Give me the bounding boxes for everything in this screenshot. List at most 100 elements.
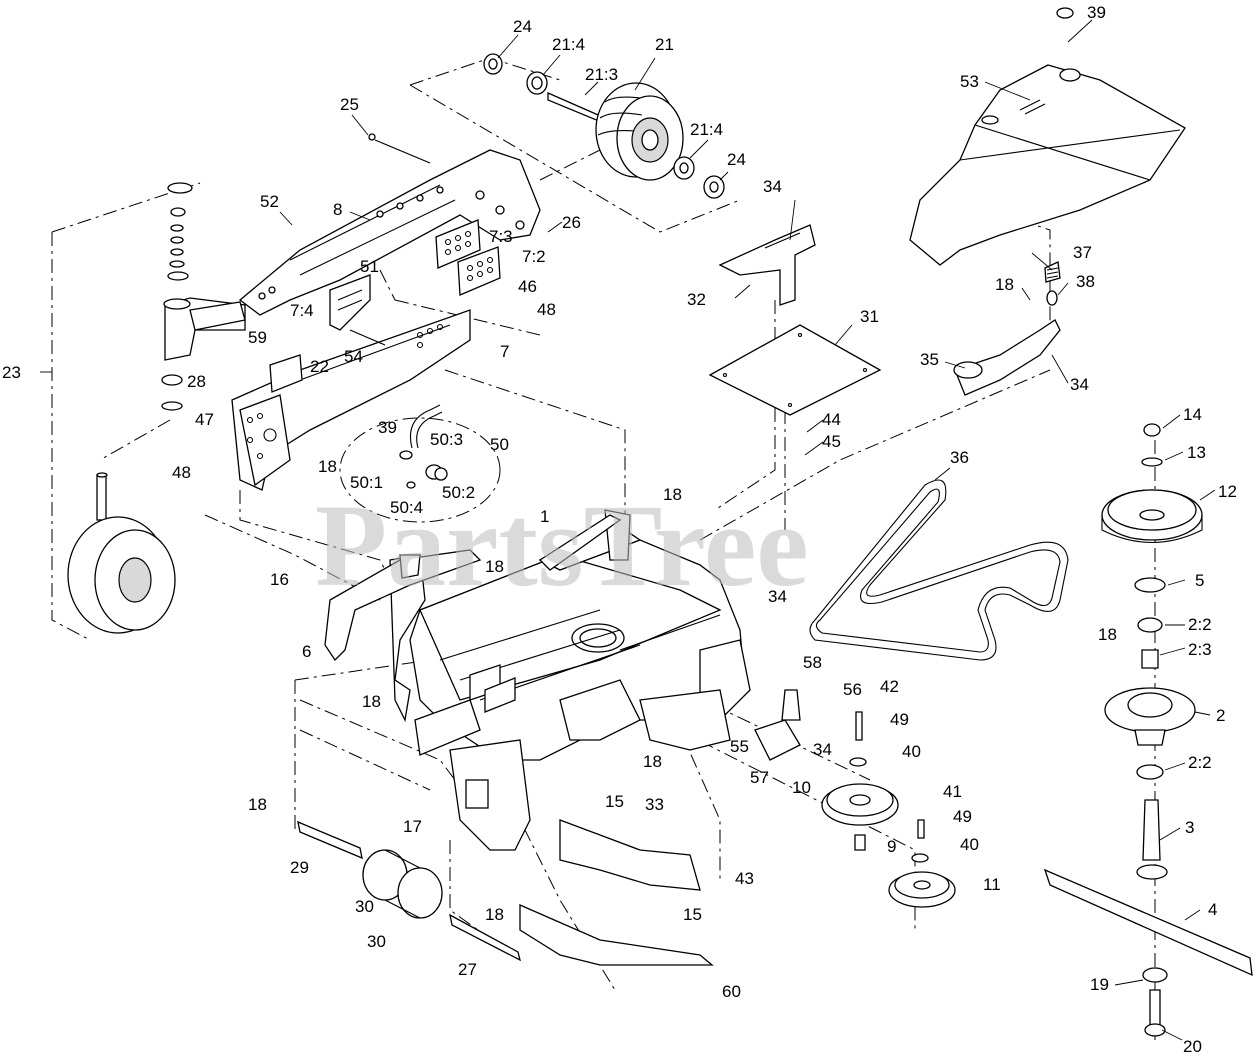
callout-26: 26 [562,213,581,232]
callout-13: 13 [1187,443,1206,462]
callout-48: 48 [537,300,556,319]
callout-18: 18 [995,275,1014,294]
callout-21-4: 21:4 [552,35,585,54]
mount-plates [435,219,501,296]
callout-24: 24 [513,17,532,36]
callout-2-2: 2:2 [1188,753,1212,772]
callout-30: 30 [367,932,386,951]
callout-56: 56 [843,680,862,699]
drive-belt [809,479,1069,661]
callout-18: 18 [663,485,682,504]
callout-50-1: 50:1 [350,473,383,492]
spindle-stack [1043,423,1253,1037]
callout-45: 45 [822,432,841,451]
callout-1: 1 [540,507,549,526]
callout-7-3: 7:3 [489,227,513,246]
callout-25: 25 [340,95,359,114]
callout-59: 59 [248,328,267,347]
callout-2-2: 2:2 [1188,615,1212,634]
callout-11: 11 [983,875,1001,894]
callout-50: 50 [490,435,509,454]
callout-32: 32 [687,290,706,309]
callout-3: 3 [1185,818,1194,837]
callout-41: 41 [943,782,962,801]
callout-12: 12 [1218,482,1237,501]
callout-18: 18 [643,752,662,771]
callout-17: 17 [403,817,422,836]
callout-51: 51 [360,257,379,276]
callout-2-3: 2:3 [1188,640,1212,659]
callout-43: 43 [735,869,754,888]
callout-46: 46 [518,277,537,296]
callout-19: 19 [1090,975,1109,994]
callout-39: 39 [378,418,397,437]
callout-31: 31 [860,307,879,326]
callout-18: 18 [1098,625,1117,644]
shield-plate [708,324,882,416]
callout-14: 14 [1183,405,1202,424]
callout-34: 34 [1070,375,1089,394]
callout-21-3: 21:3 [585,65,618,84]
idler-pulleys [754,689,956,908]
callout-58: 58 [803,653,822,672]
callout-49: 49 [890,710,909,729]
deck-baffles [519,819,714,966]
grease-hose [339,404,501,523]
callout-53: 53 [960,72,979,91]
callout-18: 18 [248,795,267,814]
callout-57: 57 [750,768,769,787]
callout-52: 52 [260,192,279,211]
callout-8: 8 [333,200,342,219]
callout-44: 44 [822,410,841,429]
callout-42: 42 [880,677,899,696]
callout-33: 33 [645,795,664,814]
callout-6: 6 [302,642,311,661]
callout-22: 22 [310,357,329,376]
callout-60: 60 [722,982,741,1001]
deck-belt-cover [909,7,1186,266]
deck-lift-lever [324,549,482,662]
callout-50-3: 50:3 [430,430,463,449]
leader-lines [40,19,1216,1041]
callout-40: 40 [902,742,921,761]
caster-arm [238,133,541,316]
callout-50-2: 50:2 [442,483,475,502]
callout-30: 30 [355,897,374,916]
callout-54: 54 [344,347,363,366]
callout-55: 55 [730,737,749,756]
callout-15: 15 [683,905,702,924]
callout-10: 10 [792,778,811,797]
caster-mount-bracket [231,274,471,491]
callout-48: 48 [172,463,191,482]
callout-7-2: 7:2 [522,247,546,266]
callout-15: 15 [605,792,624,811]
callout-24: 24 [727,150,746,169]
callout-2: 2 [1216,706,1225,725]
callout-5: 5 [1195,571,1204,590]
watermark-text: PartsTree [315,480,809,611]
callout-labels: 24 21:4 21 21:3 21:4 24 25 52 8 26 7:3 7… [2,3,1237,1056]
callout-4: 4 [1208,900,1217,919]
callout-7: 7 [500,342,509,361]
callout-21: 21 [655,35,674,54]
front-wheel-assembly [483,53,725,199]
callout-38: 38 [1076,272,1095,291]
callout-18: 18 [362,692,381,711]
callout-47: 47 [195,410,214,429]
callout-34: 34 [763,177,782,196]
callout-49: 49 [953,807,972,826]
callout-34: 34 [768,587,787,606]
callout-16: 16 [270,570,289,589]
callout-18: 18 [318,457,337,476]
callout-39: 39 [1087,3,1106,22]
callout-36: 36 [950,448,969,467]
callout-27: 27 [458,960,477,979]
callout-35: 35 [920,350,939,369]
callout-9: 9 [887,837,896,856]
callout-28: 28 [187,372,206,391]
callout-34: 34 [813,740,832,759]
idler-bracket [538,514,622,571]
callout-29: 29 [290,858,309,877]
callout-37: 37 [1073,243,1092,262]
